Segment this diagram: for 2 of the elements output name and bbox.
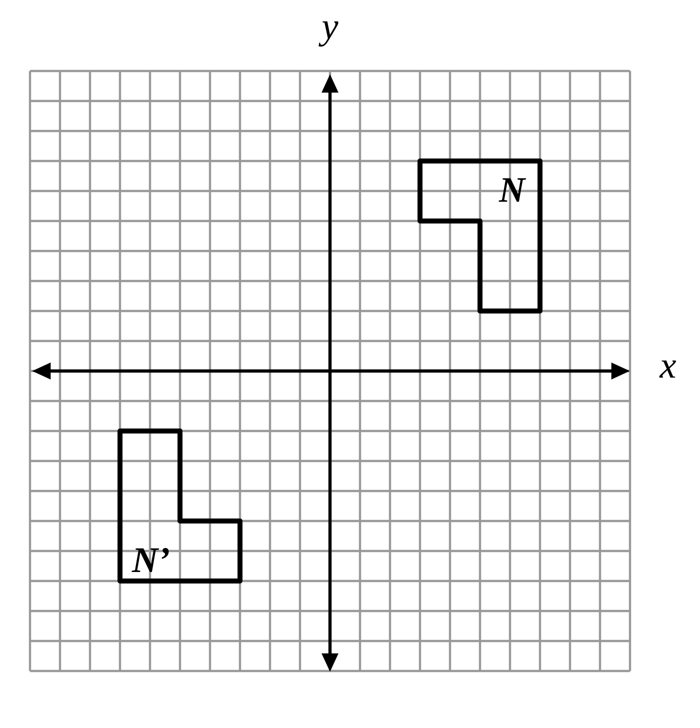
axis-label: y [318, 21, 338, 47]
axis-label: x [659, 360, 676, 378]
